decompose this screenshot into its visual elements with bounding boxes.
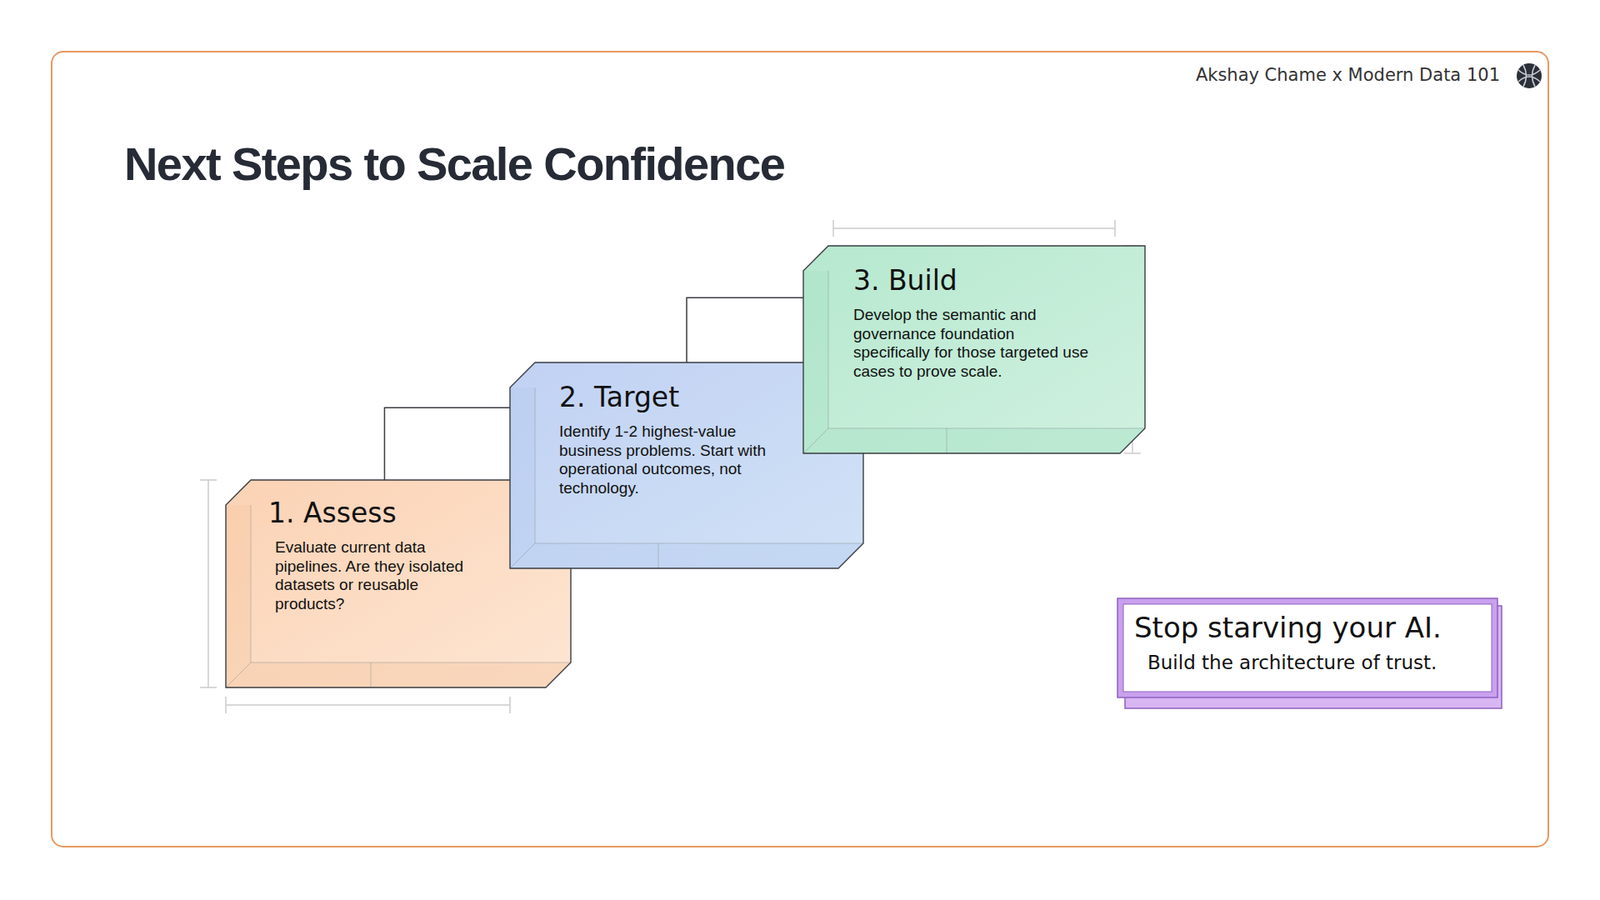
step-description: Identify 1-2 highest-value business prob… [559, 422, 785, 498]
step-connector [686, 297, 804, 363]
step-heading: 1. Assess [268, 496, 571, 530]
callout-subline: Build the architecture of trust. [1134, 650, 1498, 675]
step-connector [384, 407, 510, 480]
step-heading: 2. Target [559, 380, 864, 415]
page-frame [51, 51, 1549, 847]
step-description: Develop the semantic and governance foun… [853, 305, 1091, 381]
step-heading: 3. Build [853, 264, 1145, 298]
step-box: 2. TargetIdentify 1-2 highest-value busi… [510, 362, 864, 569]
callout-box: Stop starving your AI. Build the architec… [1117, 598, 1498, 703]
callout-headline: Stop starving your AI. [1134, 610, 1498, 645]
logo-icon [1516, 63, 1542, 89]
step-box: 3. BuildDevelop the semantic and governa… [803, 245, 1145, 454]
step-description: Evaluate current data pipelines. Are the… [275, 538, 467, 614]
header-credit: Akshay Chame x Modern Data 101 [1195, 65, 1500, 85]
step-box: 1. AssessEvaluate current data pipelines… [225, 480, 571, 688]
diagram-title: Next Steps to Scale Confidence [124, 136, 785, 191]
